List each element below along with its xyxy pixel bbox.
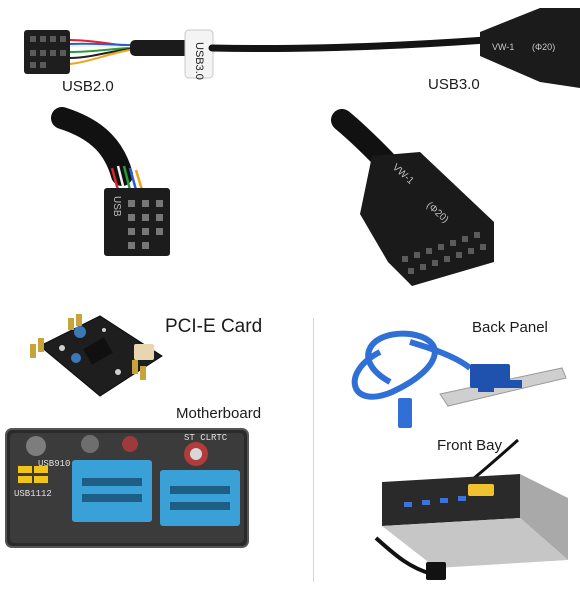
header-usb-text: USB [111, 196, 122, 217]
label-back-panel: Back Panel [472, 319, 548, 336]
label-pcie-card: PCI-E Card [165, 316, 263, 337]
sleeve-text: USB3.0 [193, 42, 205, 80]
colored-wires-top [69, 39, 131, 65]
mb-silk-text: ST CLRTC [184, 433, 228, 443]
usb-header-a [72, 460, 152, 522]
usb2-header-closeup: USB [51, 107, 170, 256]
pcie-card [30, 314, 163, 397]
mb-header-label-a: USB910 [38, 459, 70, 469]
label-front-bay: Front Bay [437, 437, 503, 454]
mb-header-label-b: USB1112 [14, 489, 52, 499]
cable-boot-left [130, 40, 190, 56]
usb3-connector-closeup: VW-1 (Φ20) [331, 109, 494, 286]
motherboard-closeup: USB910 USB1112 ST CLRTC [5, 428, 249, 548]
usb-header-b [160, 470, 240, 526]
connector-size-top: (Φ20) [532, 42, 555, 52]
label-usb3: USB3.0 [428, 76, 480, 93]
front-bay-panel [374, 438, 568, 580]
label-motherboard: Motherboard [176, 405, 262, 422]
usb2-header-connector-top [24, 30, 70, 74]
back-panel-bracket [351, 330, 567, 428]
label-usb2: USB2.0 [62, 78, 114, 95]
cable-main-top [208, 36, 490, 53]
connector-model-top: VW-1 [492, 42, 514, 52]
section-divider [313, 318, 314, 582]
usb3-connector-top: VW-1 (Φ20) [480, 8, 580, 88]
cable-sleeve-label: USB3.0 [184, 29, 214, 80]
